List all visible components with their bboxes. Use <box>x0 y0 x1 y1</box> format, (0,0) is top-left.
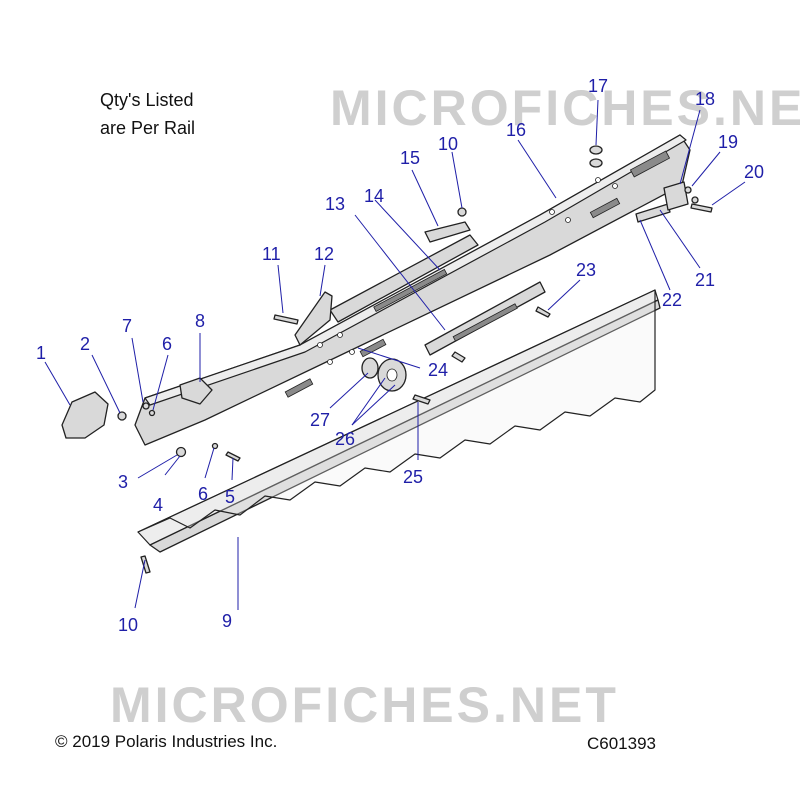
note-line-2: are Per Rail <box>100 118 196 138</box>
callout-15: 15 <box>400 148 420 168</box>
callout-9: 9 <box>222 611 232 631</box>
quantity-note: Qty's Listed are Per Rail <box>100 86 195 142</box>
callout-10b: 10 <box>438 134 458 154</box>
leader-lines <box>44 99 746 610</box>
callout-26: 26 <box>335 429 355 449</box>
callout-16: 16 <box>506 120 526 140</box>
callout-27: 27 <box>310 410 330 430</box>
hardware <box>117 145 713 574</box>
callout-8: 8 <box>195 311 205 331</box>
callout-5: 5 <box>225 487 235 507</box>
callout-4: 4 <box>153 495 163 515</box>
part-1-end-cap <box>61 391 109 439</box>
watermark-bottom: MICROFICHES.NET <box>110 677 619 733</box>
callout-13: 13 <box>325 194 345 214</box>
callout-10a: 10 <box>118 615 138 635</box>
callout-11: 11 <box>262 244 281 264</box>
callout-21: 21 <box>695 270 715 290</box>
callout-19: 19 <box>718 132 738 152</box>
callout-24: 24 <box>428 360 448 380</box>
part-15-plate <box>424 221 471 243</box>
callout-3: 3 <box>118 472 128 492</box>
callout-7: 7 <box>122 316 132 336</box>
part-18-bracket <box>663 181 689 211</box>
callout-1: 1 <box>36 343 46 363</box>
callout-14: 14 <box>364 186 384 206</box>
callout-25: 25 <box>403 467 423 487</box>
part-21-22-bolt <box>635 203 671 223</box>
callout-22: 22 <box>662 290 682 310</box>
callout-2: 2 <box>80 334 90 354</box>
watermark-top: MICROFICHES.NET <box>330 80 800 136</box>
callout-6b: 6 <box>162 334 172 354</box>
callout-17: 17 <box>588 76 608 96</box>
copyright: © 2019 Polaris Industries Inc. <box>55 732 278 751</box>
callout-20: 20 <box>744 162 764 182</box>
callout-6a: 6 <box>198 484 208 504</box>
callout-23: 23 <box>576 260 596 280</box>
note-line-1: Qty's Listed <box>100 90 194 110</box>
part-26-27-wheels <box>361 357 407 392</box>
callout-18: 18 <box>695 89 715 109</box>
callout-12: 12 <box>314 244 334 264</box>
part-14-bracket <box>329 234 479 323</box>
part-8-block <box>179 377 213 405</box>
callouts: 1 2 3 4 5 6 6 7 8 9 10 10 11 12 13 14 15… <box>36 76 764 635</box>
diagram-code: C601393 <box>587 734 657 753</box>
part-12-plate <box>294 291 333 346</box>
part-9-wear-strip <box>137 289 661 553</box>
